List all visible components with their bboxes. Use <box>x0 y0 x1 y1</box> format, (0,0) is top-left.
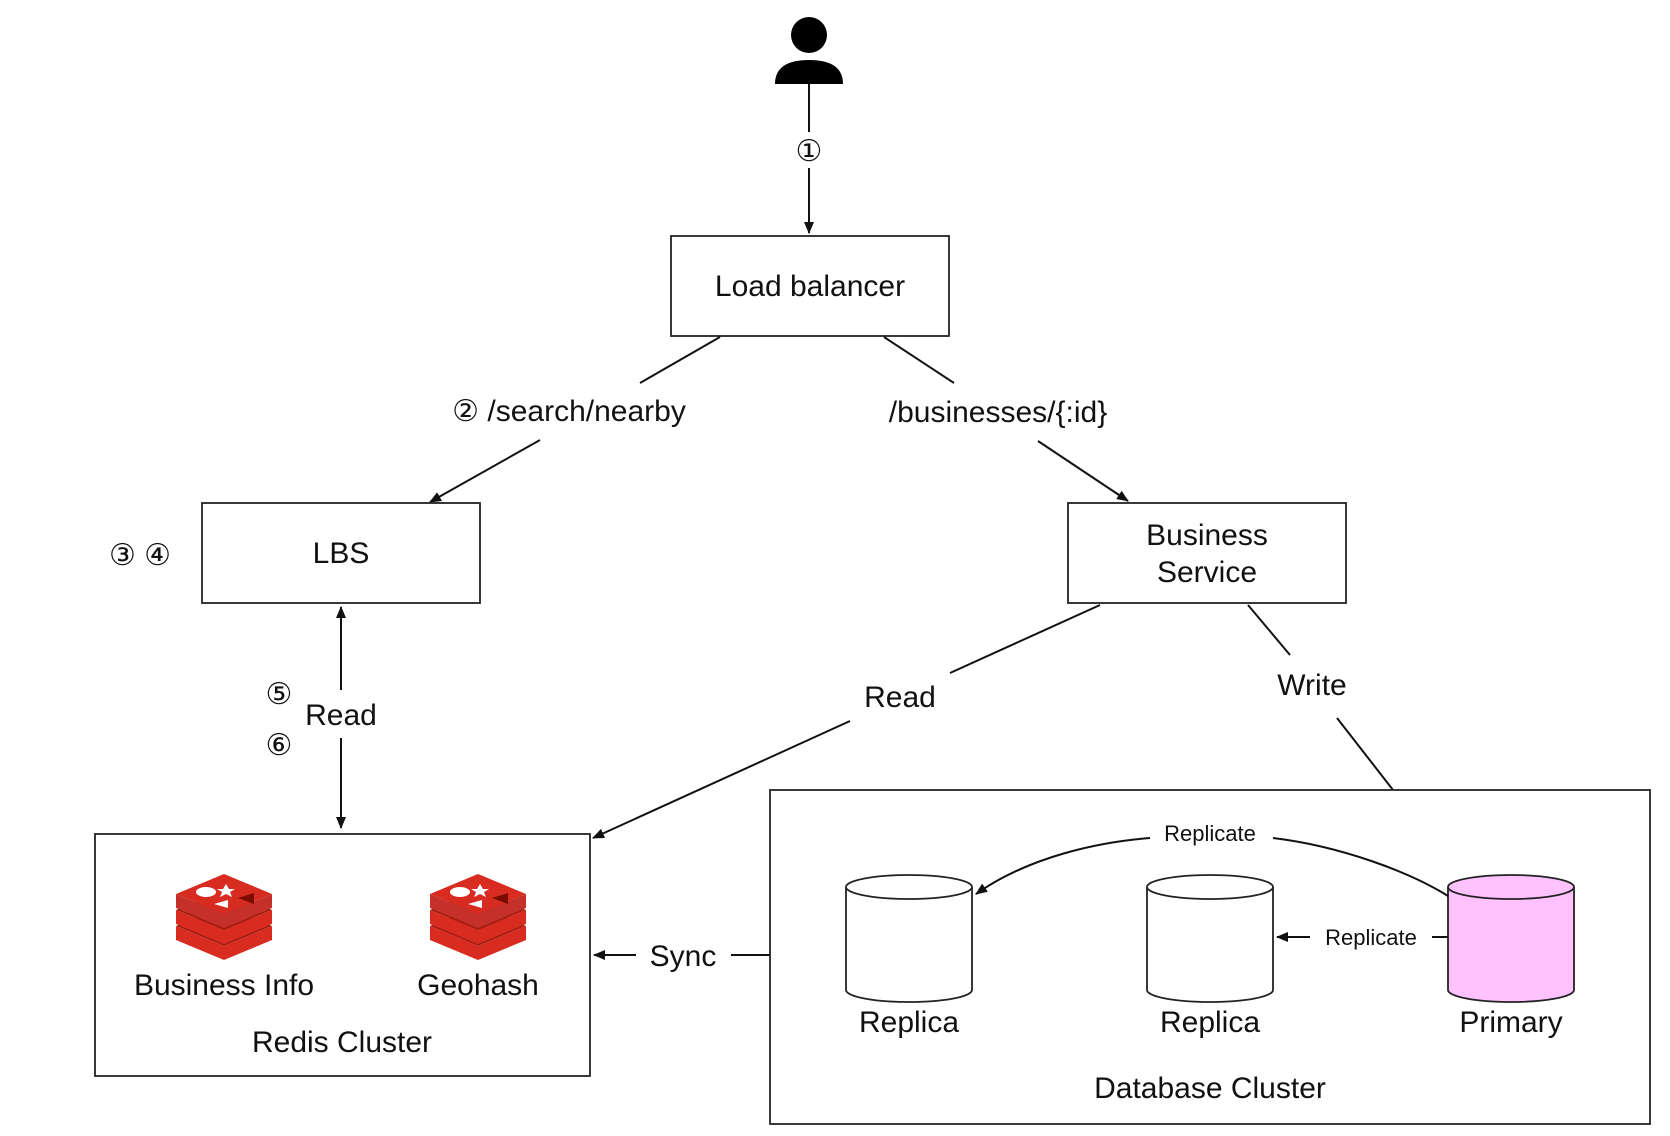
replica-1-label: Replica <box>859 1006 959 1039</box>
lb-to-lbs-line-upper <box>639 336 721 384</box>
bs-read-label: Read <box>864 681 936 714</box>
primary-label: Primary <box>1459 1006 1562 1039</box>
primary-db[interactable]: Primary <box>1447 874 1575 1039</box>
step-6-label: ⑥ <box>266 729 293 762</box>
database-cluster-label: Database Cluster <box>1094 1072 1326 1105</box>
bs-read-line-upper <box>949 604 1101 674</box>
step-1-label: ① <box>796 135 823 168</box>
redis-cluster-label: Redis Cluster <box>252 1026 432 1059</box>
lb-to-business-line-upper <box>883 336 955 384</box>
load-balancer-node[interactable]: Load balancer <box>670 235 950 337</box>
business-info-label: Business Info <box>134 969 314 1002</box>
lbs-label: LBS <box>313 537 370 570</box>
replicate-mid-label: Replicate <box>1325 925 1417 950</box>
replicate-top-curve-left <box>975 837 1151 895</box>
replicate-top-curve-right <box>1272 837 1449 897</box>
lbs-read-label: Read <box>305 699 377 732</box>
geohash-label: Geohash <box>417 969 539 1002</box>
step-5-label: ⑤ <box>266 678 293 711</box>
steps-3-4-label: ③ ④ <box>109 539 171 572</box>
business-service-node[interactable]: Business Service <box>1067 502 1347 604</box>
search-nearby-label: ② /search/nearby <box>452 395 686 428</box>
business-service-label-line2: Service <box>1157 556 1257 589</box>
redis-cluster-node[interactable]: Business Info Geohash Redis Cluster <box>94 833 591 1077</box>
lb-to-business-arrow <box>1037 440 1129 502</box>
user-icon <box>775 17 843 84</box>
lbs-node[interactable]: LBS <box>201 502 481 604</box>
replica-1-db[interactable]: Replica <box>845 874 973 1039</box>
business-service-label-line1: Business <box>1146 519 1268 552</box>
bs-write-label: Write <box>1277 669 1346 702</box>
load-balancer-label: Load balancer <box>715 270 905 303</box>
businesses-id-label: /businesses/{:id} <box>889 396 1107 429</box>
replicate-top-label: Replicate <box>1164 821 1256 846</box>
replica-2-label: Replica <box>1160 1006 1260 1039</box>
bs-write-line-upper <box>1247 604 1291 656</box>
replica-2-db[interactable]: Replica <box>1146 874 1274 1039</box>
lb-to-lbs-arrow <box>429 439 541 503</box>
sync-label: Sync <box>650 940 717 973</box>
bs-read-arrow <box>592 720 851 839</box>
